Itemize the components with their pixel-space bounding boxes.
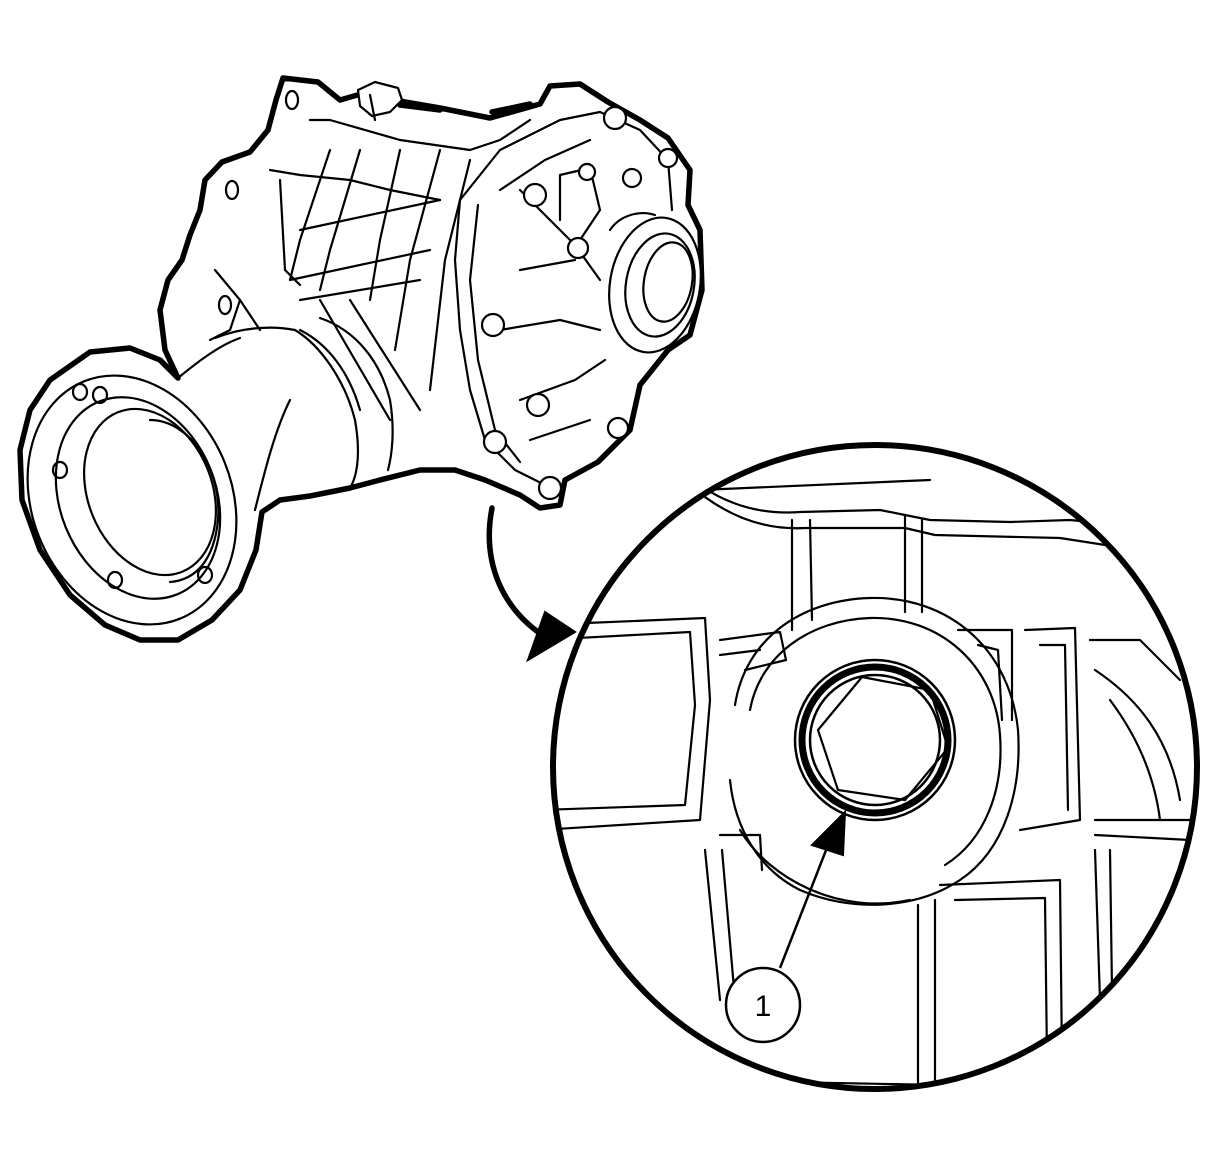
curved-arrow-icon bbox=[486, 505, 577, 663]
transfer-case-assembly-icon bbox=[17, 75, 705, 643]
callout-1-label: 1 bbox=[755, 990, 772, 1023]
callout-1: 1 bbox=[724, 809, 847, 1044]
magnified-seal-detail-icon bbox=[550, 442, 1200, 1092]
cover-bolts bbox=[480, 105, 679, 501]
